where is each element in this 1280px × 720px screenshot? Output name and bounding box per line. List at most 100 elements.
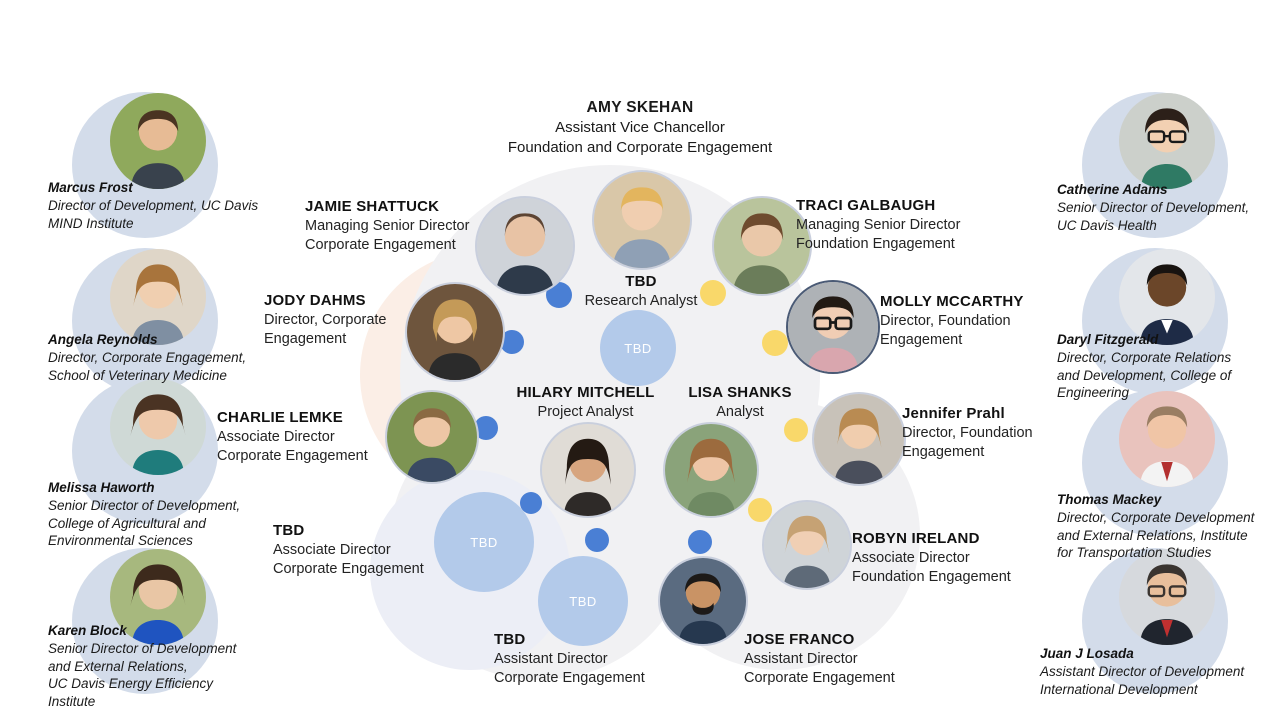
person-title-line1: Director, Foundation: [902, 424, 1033, 441]
person-name: JOSE FRANCO: [744, 631, 855, 648]
avatar-catherine-adams[interactable]: [1119, 93, 1215, 189]
avatar-jamie-shattuck[interactable]: [475, 196, 575, 296]
avatar-traci-galbaugh[interactable]: [712, 196, 812, 296]
avatar-juan-j-losada[interactable]: [1119, 549, 1215, 645]
portrait-icon: [387, 392, 477, 482]
person-title-line1: Director, Foundation: [880, 312, 1011, 329]
portrait-icon: [110, 93, 206, 189]
label-amy-skehan: AMY SKEHAN Assistant Vice Chancellor Fou…: [440, 98, 840, 158]
person-title-line3: for Transportation Studies: [1057, 545, 1212, 561]
person-name: Jennifer Prahl: [902, 405, 1005, 422]
person-name: TBD: [625, 273, 657, 290]
person-title-line1: Assistant Director of Development: [1040, 663, 1245, 679]
portrait-icon: [1119, 391, 1215, 487]
portrait-icon: [660, 558, 746, 644]
person-name: Angela Reynolds: [48, 332, 158, 347]
person-title-line1: Assistant Director: [494, 650, 608, 667]
accent-dot-blue-6: [688, 530, 712, 554]
avatar-jennifer-prahl[interactable]: [812, 392, 906, 486]
person-title-line1: Assistant Vice Chancellor: [555, 119, 725, 137]
person-name: TBD: [494, 631, 526, 648]
person-title-line2: Engagement: [880, 331, 963, 348]
person-title-line3: Environmental Sciences: [48, 533, 193, 549]
portrait-icon: [594, 172, 690, 268]
person-title-line2: Foundation Engagement: [852, 568, 1011, 585]
label-traci-galbaugh: TRACI GALBAUGH Managing Senior Director …: [796, 196, 1016, 254]
label-tbd-associate-director-corporate: TBD Associate Director Corporate Engagem…: [273, 521, 468, 579]
person-title-line1: Associate Director: [273, 541, 391, 558]
person-title-line1: Director, Corporate Development: [1057, 509, 1255, 525]
label-jennifer-prahl: Jennifer Prahl Director, Foundation Enga…: [902, 404, 1102, 462]
tbd-circle-associate: TBD: [434, 492, 534, 592]
person-name: Marcus Frost: [48, 180, 133, 195]
person-name: Karen Block: [48, 623, 127, 638]
portrait-icon: [542, 424, 634, 516]
label-karen-block: Karen Block Senior Director of Developme…: [48, 622, 338, 711]
person-title-line4: Institute: [48, 694, 96, 710]
avatar-melissa-haworth[interactable]: [110, 379, 206, 475]
accent-dot-blue-4: [520, 492, 542, 514]
accent-dot-yellow-3: [784, 418, 808, 442]
label-tbd-assistant-director-corporate: TBD Assistant Director Corporate Engagem…: [494, 630, 689, 688]
person-title-line2: Foundation and Corporate Engagement: [507, 139, 773, 157]
avatar-lisa-shanks[interactable]: [663, 422, 759, 518]
label-juan-j-losada: Juan J Losada Assistant Director of Deve…: [1040, 645, 1280, 698]
portrait-icon: [814, 394, 904, 484]
person-title-line2: Engagement: [902, 443, 985, 460]
portrait-icon: [1119, 549, 1215, 645]
person-title-line1: Associate Director: [217, 428, 335, 445]
avatar-daryl-fitzgerald[interactable]: [1119, 249, 1215, 345]
person-title-line1: Senior Director of Development: [48, 640, 237, 656]
avatar-thomas-mackey[interactable]: [1119, 391, 1215, 487]
person-name: Juan J Losada: [1040, 646, 1134, 661]
avatar-amy-skehan[interactable]: [592, 170, 692, 270]
person-title-line1: Director, Corporate Engagement,: [48, 349, 247, 365]
person-title-line1: Managing Senior Director: [305, 217, 470, 234]
tbd-circle-label: TBD: [624, 340, 652, 356]
person-name: Catherine Adams: [1057, 182, 1168, 197]
person-title-line1: Director, Corporate Relations: [1057, 349, 1232, 365]
avatar-angela-reynolds[interactable]: [110, 249, 206, 345]
person-name: TBD: [273, 522, 305, 539]
avatar-marcus-frost[interactable]: [110, 93, 206, 189]
person-title-line2: UC Davis Health: [1057, 217, 1157, 233]
person-title-line3: UC Davis Energy Efficiency: [48, 676, 214, 692]
portrait-icon: [714, 198, 810, 294]
person-name: CHARLIE LEMKE: [217, 409, 343, 426]
person-title-line2: Corporate Engagement: [217, 447, 368, 464]
avatar-jody-dahms[interactable]: [405, 282, 505, 382]
person-title-line3: Engineering: [1057, 385, 1130, 401]
person-title-line1: Associate Director: [852, 549, 970, 566]
person-name: Thomas Mackey: [1057, 492, 1162, 507]
person-title-line2: MIND Institute: [48, 215, 134, 231]
person-title-line2: Corporate Engagement: [744, 669, 895, 686]
label-molly-mccarthy: MOLLY MCCARTHY Director, Foundation Enga…: [880, 292, 1080, 350]
person-title-line1: Director of Development, UC Davis: [48, 197, 259, 213]
avatar-robyn-ireland[interactable]: [762, 500, 852, 590]
person-name: JAMIE SHATTUCK: [305, 198, 440, 215]
avatar-molly-mccarthy[interactable]: [786, 280, 880, 374]
avatar-jose-franco[interactable]: [658, 556, 748, 646]
portrait-icon: [110, 379, 206, 475]
person-title-line1: Research Analyst: [584, 292, 698, 309]
portrait-icon: [110, 549, 206, 645]
avatar-charlie-lemke[interactable]: [385, 390, 479, 484]
accent-dot-yellow-4: [748, 498, 772, 522]
avatar-hilary-mitchell[interactable]: [540, 422, 636, 518]
person-name: Daryl Fitzgerald: [1057, 332, 1159, 347]
person-name: Melissa Haworth: [48, 480, 155, 495]
person-title-line2: Corporate Engagement: [494, 669, 645, 686]
label-charlie-lemke: CHARLIE LEMKE Associate Director Corpora…: [217, 408, 412, 466]
person-title-line1: Director, Corporate: [264, 311, 387, 328]
portrait-icon: [788, 282, 878, 372]
label-robyn-ireland: ROBYN IRELAND Associate Director Foundat…: [852, 529, 1062, 587]
person-title-line2: School of Veterinary Medicine: [48, 367, 227, 383]
portrait-icon: [1119, 93, 1215, 189]
avatar-karen-block[interactable]: [110, 549, 206, 645]
portrait-icon: [1119, 249, 1215, 345]
label-jose-franco: JOSE FRANCO Assistant Director Corporate…: [744, 630, 944, 688]
person-name: AMY SKEHAN: [586, 99, 694, 116]
person-title-line1: Managing Senior Director: [796, 216, 961, 233]
portrait-icon: [764, 502, 850, 588]
